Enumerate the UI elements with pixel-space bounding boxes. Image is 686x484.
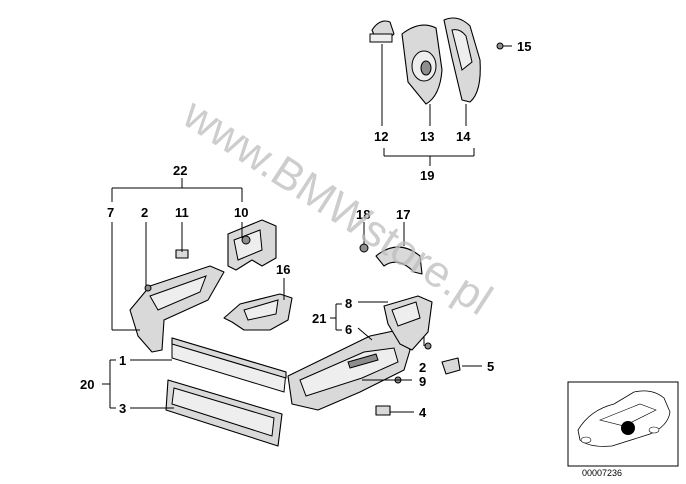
part-12-clip[interactable] <box>369 20 395 43</box>
leader-lines <box>102 44 482 413</box>
diagram-code: 00007236 <box>582 468 622 478</box>
callout-2-left: 2 <box>141 205 148 220</box>
part-3-panel[interactable] <box>165 379 283 447</box>
watermark: www.BMWstore.pl <box>174 89 501 325</box>
vehicle-thumbnail <box>567 381 679 467</box>
callout-2-right: 2 <box>419 360 426 375</box>
part-17-bracket[interactable] <box>375 246 423 275</box>
location-marker-icon <box>621 421 635 435</box>
part-10-cover[interactable] <box>227 219 277 271</box>
callout-8: 8 <box>345 296 352 311</box>
part-2-screw-right[interactable] <box>424 342 432 350</box>
part-1-panel[interactable] <box>171 337 287 393</box>
callout-20: 20 <box>80 377 94 392</box>
callout-18: 18 <box>356 207 370 222</box>
callout-4: 4 <box>419 405 427 420</box>
part-7-bracket[interactable] <box>129 265 225 353</box>
part-13-cover[interactable] <box>401 24 443 105</box>
part-6-bracket[interactable] <box>287 329 411 411</box>
callout-6: 6 <box>345 322 352 337</box>
callout-labels: 15 12 13 14 19 22 7 2 11 10 18 17 16 8 2… <box>80 39 531 420</box>
callout-5: 5 <box>487 359 494 374</box>
part-14-trim[interactable] <box>443 17 481 103</box>
callout-3: 3 <box>119 401 126 416</box>
callout-11: 11 <box>175 205 189 220</box>
callout-13: 13 <box>420 129 434 144</box>
callout-16: 16 <box>276 262 290 277</box>
callout-9: 9 <box>419 374 426 389</box>
callout-19: 19 <box>420 168 434 183</box>
part-2-screw-left[interactable] <box>144 284 152 292</box>
callout-14: 14 <box>456 129 471 144</box>
callout-7: 7 <box>107 205 114 220</box>
part-16-trim[interactable] <box>223 293 293 331</box>
callout-12: 12 <box>374 129 388 144</box>
part-5-clip[interactable] <box>441 357 461 375</box>
car-outline-icon <box>577 390 671 447</box>
callout-15: 15 <box>517 39 531 54</box>
part-4-clip[interactable] <box>375 405 391 416</box>
callout-17: 17 <box>396 207 410 222</box>
callout-1: 1 <box>119 353 126 368</box>
callout-21: 21 <box>312 311 326 326</box>
callout-22: 22 <box>173 163 187 178</box>
callout-10: 10 <box>234 205 248 220</box>
part-8-cover[interactable] <box>383 295 433 351</box>
part-15-screw[interactable] <box>496 42 512 50</box>
